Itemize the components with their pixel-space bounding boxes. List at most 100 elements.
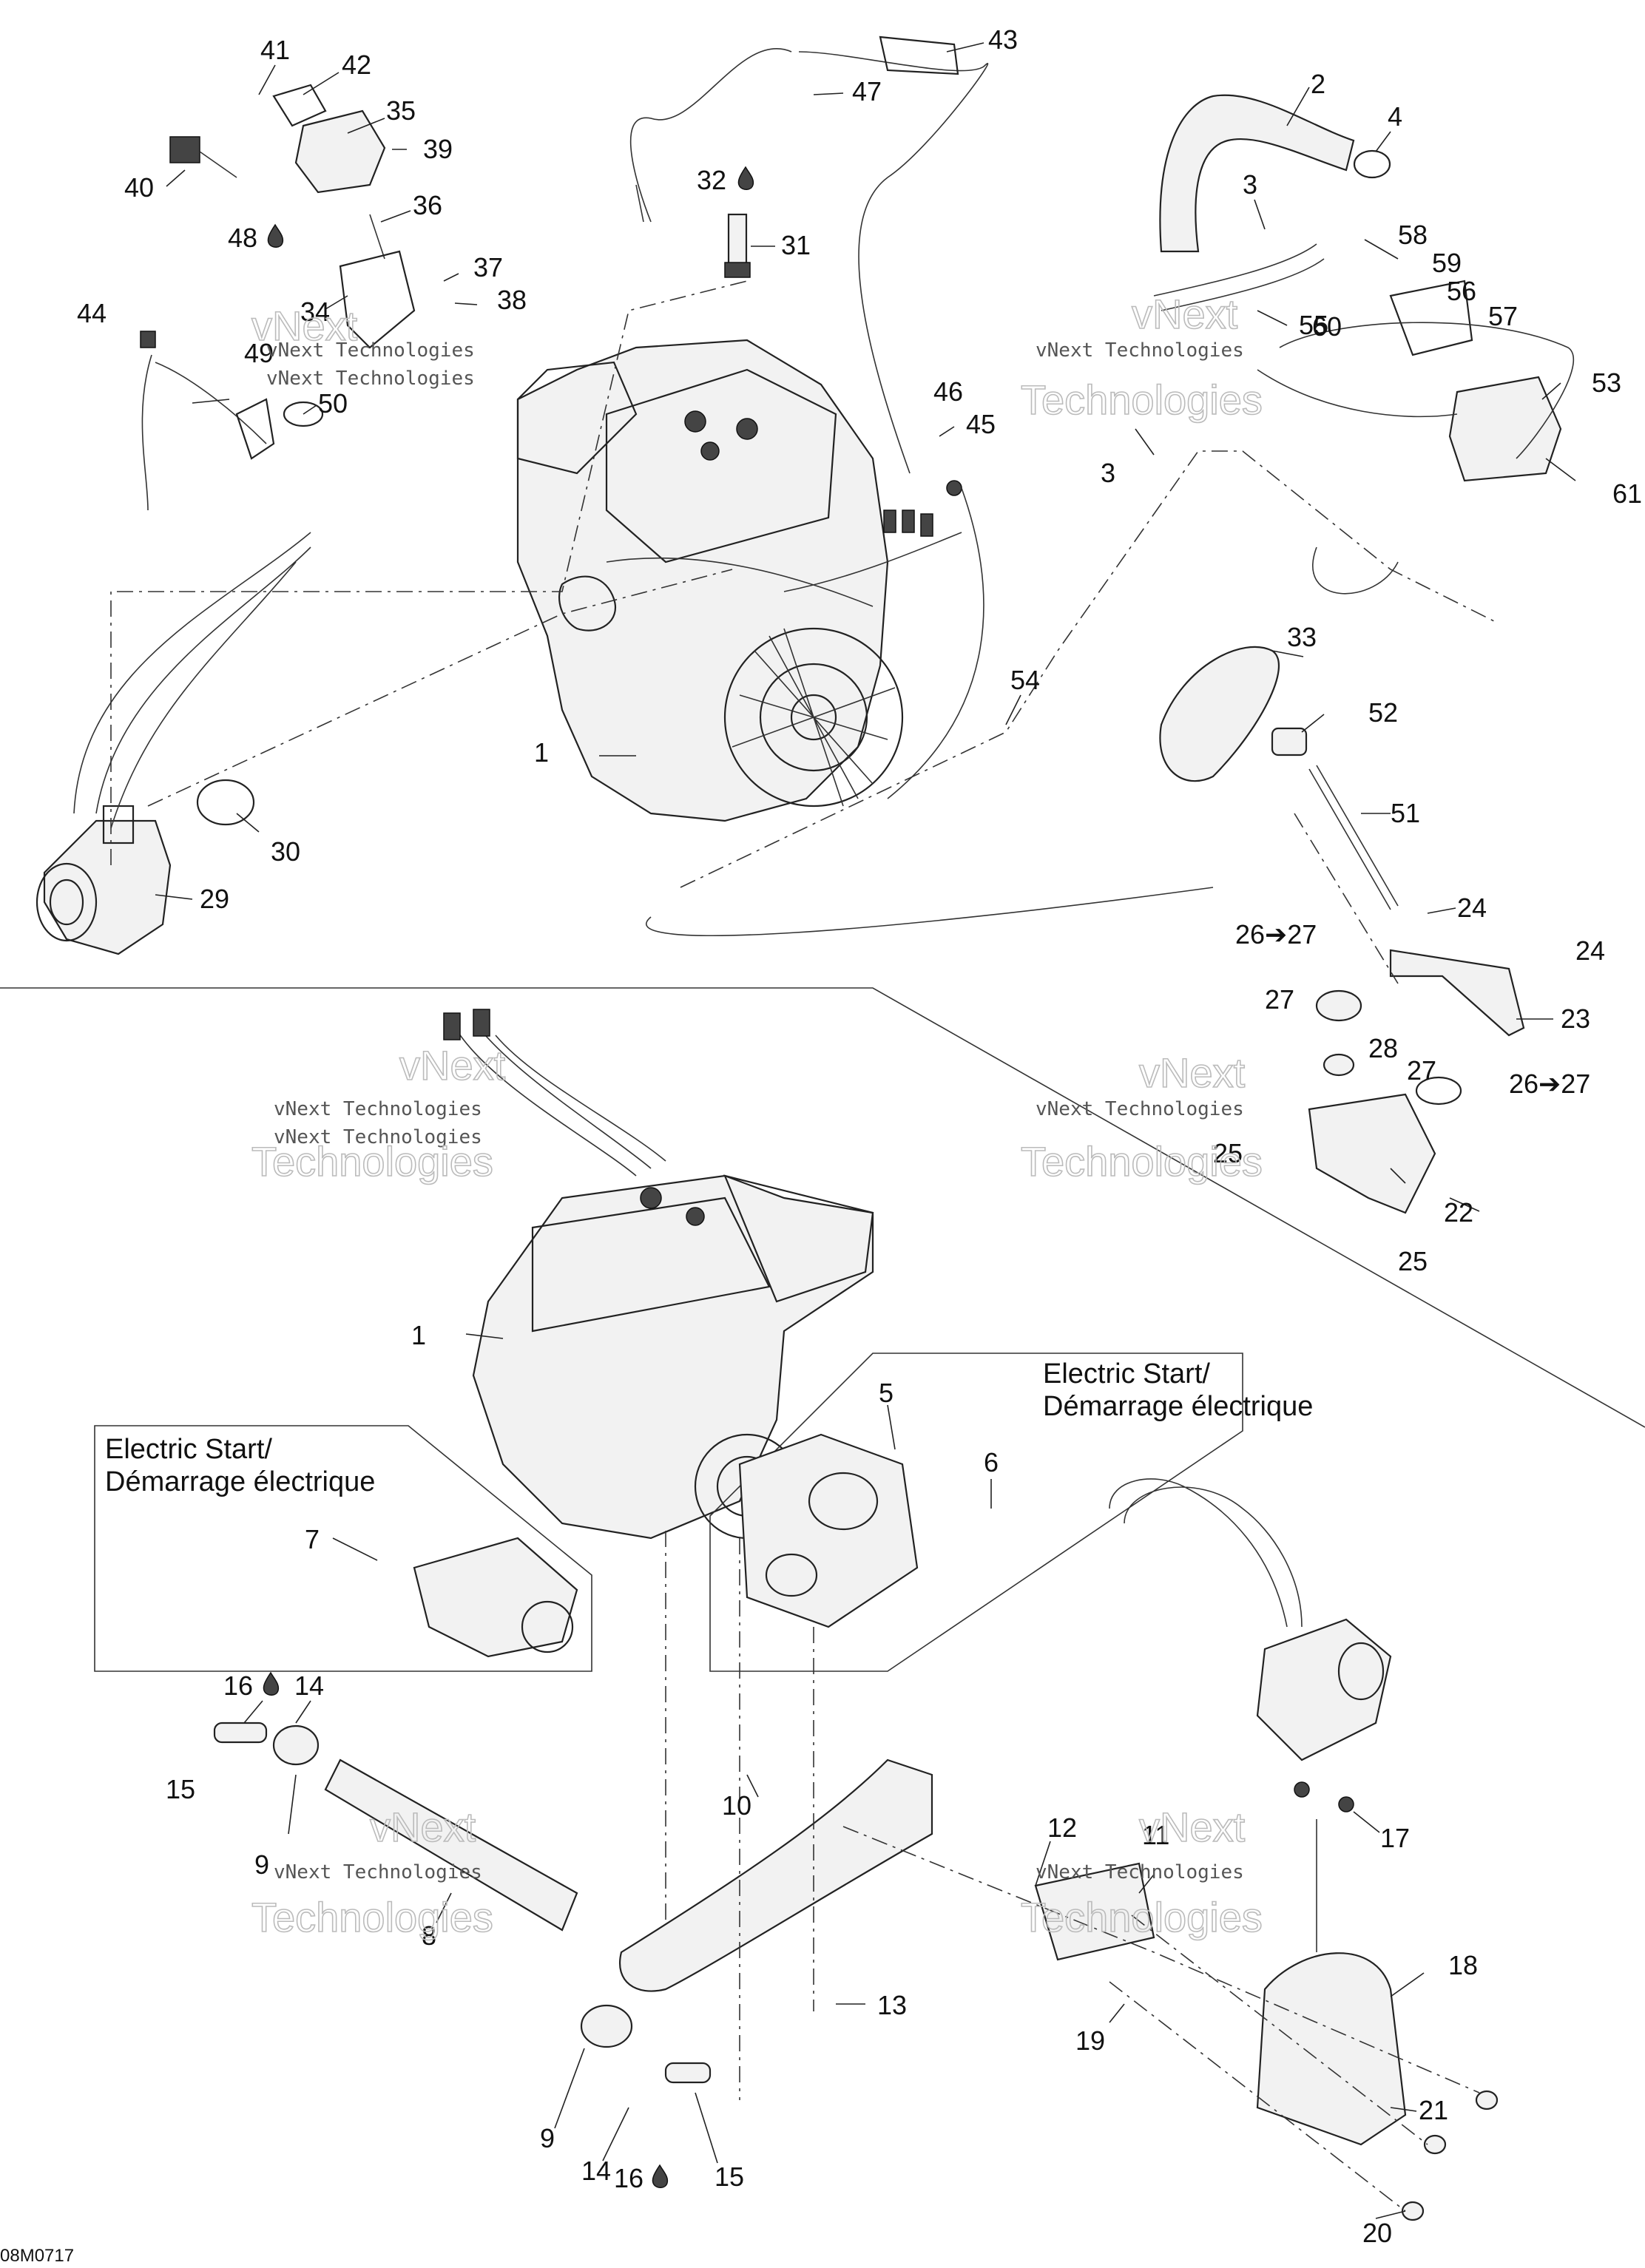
callout-56: 56 xyxy=(1447,276,1476,306)
callout-18: 18 xyxy=(1448,1950,1478,1980)
callout-47: 47 xyxy=(852,76,882,106)
callout-4: 4 xyxy=(1388,101,1402,132)
electric-start-box-right: Electric Start/ Démarrage électrique xyxy=(709,1353,1313,1672)
callout-24-b: 24 xyxy=(1575,935,1605,966)
callout-27-a: 27 xyxy=(1265,984,1294,1015)
callout-57: 57 xyxy=(1488,301,1518,331)
callout-27-b: 27 xyxy=(1407,1055,1436,1086)
svg-text:vNext Technologies: vNext Technologies xyxy=(274,1861,482,1883)
callout-26-27-a: 26➔27 xyxy=(1235,919,1317,949)
assembly-line-5 xyxy=(665,1531,814,2100)
box-left-line1: Electric Start/ xyxy=(105,1434,272,1465)
leader-lines xyxy=(155,42,1576,2219)
callout-14-b: 14 xyxy=(581,2156,611,2186)
callout-59: 59 xyxy=(1432,248,1462,278)
svg-text:Technologies: Technologies xyxy=(251,1894,493,1940)
assembly-line-2 xyxy=(147,569,733,807)
svg-text:Technologies: Technologies xyxy=(1021,376,1263,423)
cdi-module xyxy=(1257,280,1574,595)
callout-23: 23 xyxy=(1561,1003,1590,1034)
svg-text:Technologies: Technologies xyxy=(1021,1138,1263,1185)
callout-29: 29 xyxy=(200,884,229,914)
callout-1-bottom: 1 xyxy=(411,1320,426,1350)
callout-11: 11 xyxy=(1142,1820,1169,1850)
callout-16-a: 16 xyxy=(223,1670,253,1701)
carburetor-top xyxy=(36,532,311,955)
svg-text:vNext: vNext xyxy=(399,1042,506,1089)
clamp-30 xyxy=(196,779,255,826)
callout-12: 12 xyxy=(1047,1812,1077,1843)
callout-48: 48 xyxy=(228,223,257,253)
callout-15-a: 15 xyxy=(166,1774,195,1804)
svg-text:vNext Technologies: vNext Technologies xyxy=(266,339,475,362)
return-arrow xyxy=(645,487,1214,937)
svg-text:vNext: vNext xyxy=(1132,291,1238,337)
hose-assembly xyxy=(1153,94,1391,311)
callout-2: 2 xyxy=(1311,69,1325,99)
svg-text:vNext: vNext xyxy=(1139,1049,1246,1096)
callout-50: 50 xyxy=(318,388,348,419)
callout-25-b: 25 xyxy=(1398,1246,1428,1276)
engine-support xyxy=(213,1722,1499,2221)
svg-text:vNext Technologies: vNext Technologies xyxy=(1036,1861,1244,1883)
callout-53: 53 xyxy=(1592,368,1621,398)
svg-text:Technologies: Technologies xyxy=(1021,1894,1263,1940)
callout-60: 60 xyxy=(1312,311,1342,342)
callout-58: 58 xyxy=(1398,220,1428,250)
svg-text:vNext Technologies: vNext Technologies xyxy=(274,1126,482,1148)
box-right-line1: Electric Start/ xyxy=(1043,1358,1210,1389)
callout-38: 38 xyxy=(497,285,527,315)
callout-52: 52 xyxy=(1368,697,1398,728)
callout-35: 35 xyxy=(386,95,416,126)
callout-46: 46 xyxy=(933,376,963,407)
callout-61: 61 xyxy=(1612,478,1642,509)
ignition-cable xyxy=(629,35,989,496)
assembly-line-6 xyxy=(842,1826,1480,2093)
callout-49: 49 xyxy=(244,338,274,368)
callout-44: 44 xyxy=(77,298,107,328)
spark-plug xyxy=(724,213,751,278)
callout-6: 6 xyxy=(984,1447,999,1477)
box-right-line2: Démarrage électrique xyxy=(1043,1391,1313,1422)
assembly-line-7 xyxy=(1131,1915,1428,2145)
callout-16-b: 16 xyxy=(614,2163,644,2193)
engine-top xyxy=(516,339,962,822)
callout-3-mid: 3 xyxy=(1101,458,1115,488)
callout-51: 51 xyxy=(1391,798,1420,828)
callout-labels: 41 42 35 39 40 36 48 37 38 34 44 49 50 4… xyxy=(77,24,1642,2248)
callout-39: 39 xyxy=(423,134,453,164)
callout-43: 43 xyxy=(988,24,1018,55)
electric-start-box-left: Electric Start/ Démarrage électrique xyxy=(94,1425,592,1672)
callout-37: 37 xyxy=(473,252,503,282)
callout-54: 54 xyxy=(1010,665,1040,695)
starter-handle xyxy=(1159,646,1399,910)
callout-3-top: 3 xyxy=(1243,169,1257,200)
callout-5: 5 xyxy=(879,1378,894,1408)
callout-8: 8 xyxy=(422,1920,436,1951)
figure-code: 08M0717 xyxy=(0,2246,74,2266)
drop-icon xyxy=(263,1671,280,1696)
callout-24-a: 24 xyxy=(1457,893,1487,923)
box-left-line2: Démarrage électrique xyxy=(105,1466,375,1497)
svg-text:Technologies: Technologies xyxy=(251,1138,493,1185)
callout-10: 10 xyxy=(722,1790,751,1821)
watermarks: vNext Technologies vNext Technologies vN… xyxy=(251,290,1263,1941)
svg-text:vNext Technologies: vNext Technologies xyxy=(266,368,475,390)
callout-9-a: 9 xyxy=(254,1849,269,1880)
callout-13: 13 xyxy=(877,1990,907,2020)
callout-34: 34 xyxy=(300,297,330,327)
callout-26-27-b: 26➔27 xyxy=(1509,1069,1590,1099)
assembly-line-3 xyxy=(680,450,1495,888)
callout-31: 31 xyxy=(781,230,811,260)
drop-icon xyxy=(652,2164,669,2188)
callout-22: 22 xyxy=(1444,1197,1473,1228)
callout-40: 40 xyxy=(124,172,154,203)
callout-14-a: 14 xyxy=(294,1670,324,1701)
section-divider xyxy=(0,987,1645,1428)
assembly-line-1 xyxy=(110,280,748,865)
svg-text:vNext Technologies: vNext Technologies xyxy=(1036,1098,1244,1120)
drop-icon xyxy=(737,166,754,190)
callout-20: 20 xyxy=(1362,2218,1392,2248)
callout-28: 28 xyxy=(1368,1033,1398,1063)
